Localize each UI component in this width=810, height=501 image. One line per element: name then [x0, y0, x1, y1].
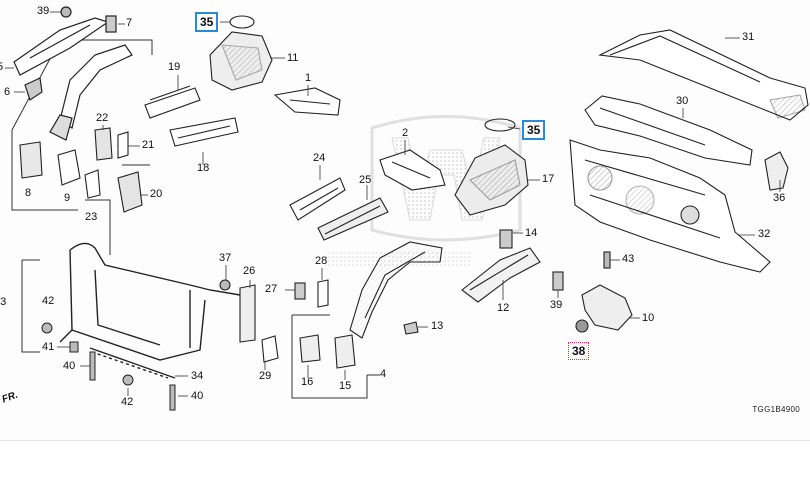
callout-5[interactable]: 5: [0, 61, 4, 73]
callout-31[interactable]: 31: [742, 31, 755, 43]
part-31-upper-cowl: [598, 29, 809, 121]
callout-41[interactable]: 41: [42, 341, 55, 353]
callout-19[interactable]: 19: [168, 61, 181, 73]
callout-15[interactable]: 15: [339, 380, 352, 392]
bottom-bar: [0, 440, 810, 501]
callout-25[interactable]: 25: [359, 174, 372, 186]
callout-32[interactable]: 32: [758, 228, 771, 240]
callout-8[interactable]: 8: [25, 187, 32, 199]
callout-35-upper[interactable]: 35: [195, 12, 219, 32]
callout-29[interactable]: 29: [259, 370, 272, 382]
callout-22[interactable]: 22: [96, 112, 109, 124]
callout-17[interactable]: 17: [542, 173, 555, 185]
callout-39-lower[interactable]: 39: [550, 299, 563, 311]
callout-24[interactable]: 24: [313, 152, 326, 164]
part-upper-center-assembly: [209, 15, 341, 116]
callout-14[interactable]: 14: [525, 227, 538, 239]
callout-39[interactable]: 39: [37, 5, 50, 17]
part-16-15-brackets: [299, 334, 356, 369]
callout-23[interactable]: 23: [85, 211, 98, 223]
callout-2[interactable]: 2: [402, 127, 409, 139]
part-36-bracket: [764, 151, 789, 191]
callout-11[interactable]: 11: [287, 52, 299, 64]
callout-26[interactable]: 26: [243, 265, 256, 277]
callout-20[interactable]: 20: [150, 188, 163, 200]
callout-16[interactable]: 16: [301, 376, 314, 388]
callout-12[interactable]: 12: [497, 302, 510, 314]
callout-43[interactable]: 43: [622, 253, 635, 265]
callout-6[interactable]: 6: [4, 86, 11, 98]
callout-28[interactable]: 28: [315, 255, 328, 267]
callout-10[interactable]: 10: [642, 312, 655, 324]
callout-21[interactable]: 21: [142, 139, 155, 151]
part-32-dashboard: [569, 139, 771, 273]
part-2-17-center: [379, 118, 529, 216]
part-13-clip: [403, 321, 419, 335]
callout-4[interactable]: 4: [380, 368, 387, 380]
leader-lines: [5, 11, 781, 397]
callout-42-lower[interactable]: 42: [121, 396, 134, 408]
callout-36[interactable]: 36: [773, 192, 786, 204]
callout-9[interactable]: 9: [64, 192, 71, 204]
callout-13[interactable]: 13: [431, 320, 444, 332]
callout-7[interactable]: 7: [126, 17, 133, 29]
callout-40-upper[interactable]: 40: [63, 360, 76, 372]
part-24-25-rails: [289, 177, 389, 241]
callout-1[interactable]: 1: [305, 72, 312, 84]
part-33-core-support: [59, 242, 241, 379]
part-4-arch: [349, 241, 443, 339]
part-small-brackets: [19, 127, 143, 213]
callout-37[interactable]: 37: [219, 252, 232, 264]
callout-40-lower[interactable]: 40: [191, 390, 204, 402]
callout-38[interactable]: 38: [568, 342, 590, 360]
part-fasteners: [41, 322, 176, 411]
callout-30[interactable]: 30: [676, 95, 689, 107]
part-12-14-arm: [461, 229, 541, 303]
diagram-code: TGG1B4900: [752, 405, 800, 414]
callout-27[interactable]: 27: [265, 283, 278, 295]
part-upper-left-strut: [13, 6, 133, 141]
part-10-mount: [552, 251, 633, 333]
part-19-18-rails: [144, 85, 239, 147]
callout-35-lower[interactable]: 35: [522, 120, 546, 140]
callout-42-upper[interactable]: 42: [42, 295, 55, 307]
callout-18[interactable]: 18: [197, 162, 210, 174]
callout-33[interactable]: 33: [0, 296, 7, 308]
part-30-lower-cowl: [584, 95, 753, 166]
callout-34[interactable]: 34: [191, 370, 204, 382]
